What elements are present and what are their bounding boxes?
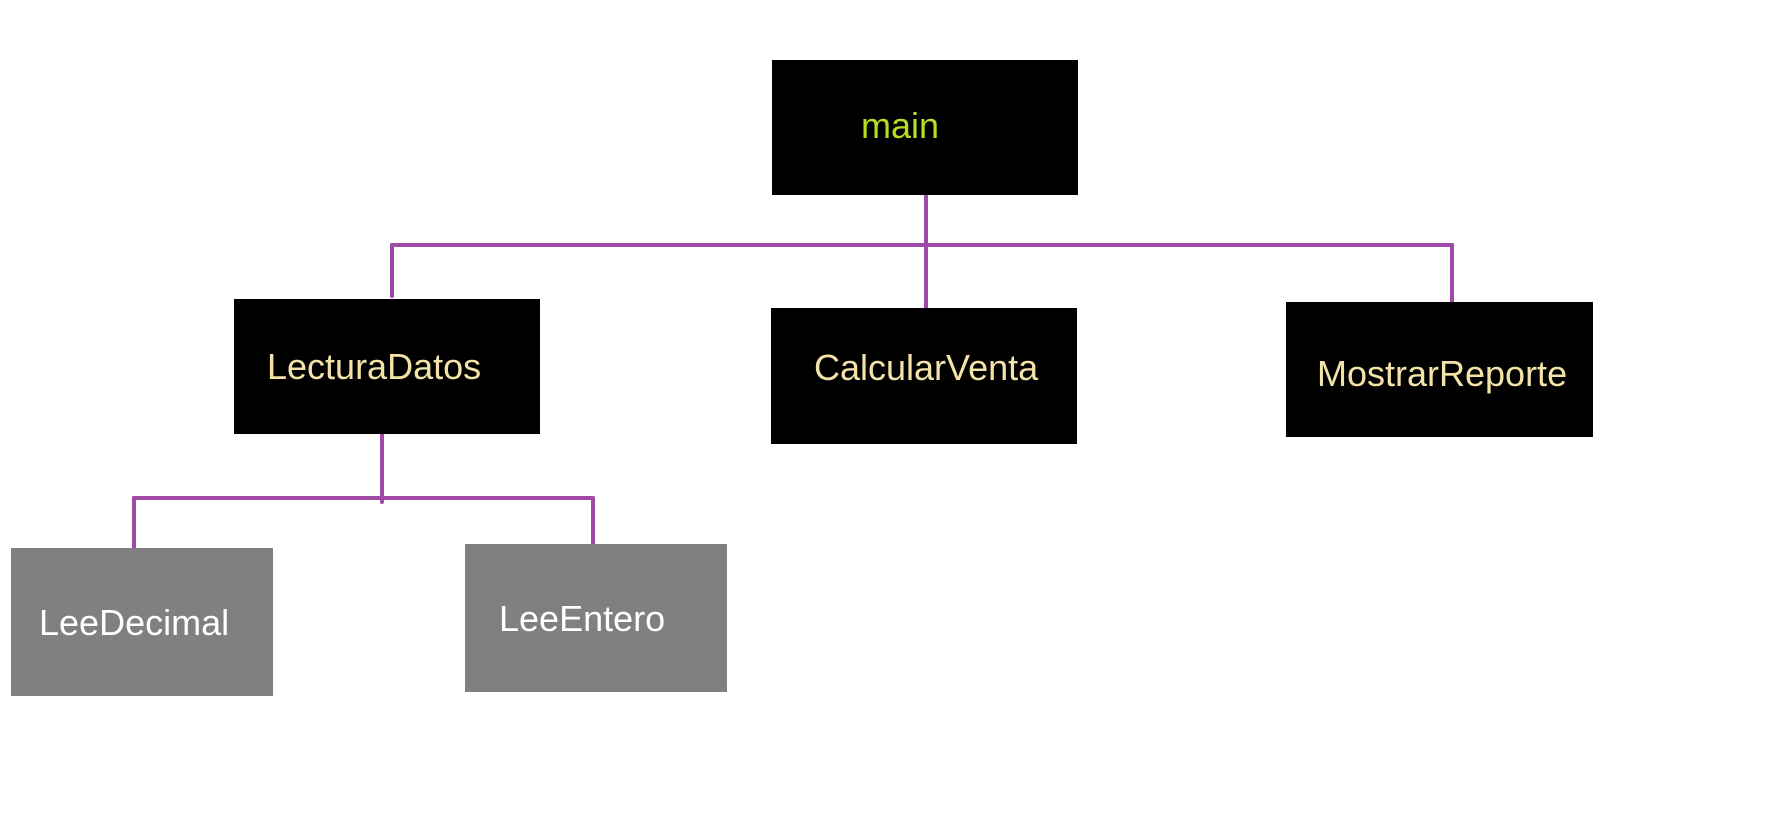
node-leedecimal: LeeDecimal	[11, 548, 273, 696]
node-lecturadatos-label: LecturaDatos	[267, 346, 482, 387]
node-calcularventa: CalcularVenta	[771, 308, 1077, 444]
node-calcularventa-label: CalcularVenta	[814, 347, 1039, 388]
node-leedecimal-label: LeeDecimal	[39, 602, 230, 643]
node-leeentero-label: LeeEntero	[499, 598, 666, 639]
node-mostrarreporte-label: MostrarReporte	[1317, 353, 1568, 394]
node-mostrarreporte: MostrarReporte	[1286, 302, 1593, 437]
node-main-label: main	[861, 105, 940, 146]
node-leeentero: LeeEntero	[465, 544, 727, 692]
node-main: main	[772, 60, 1078, 195]
node-lecturadatos: LecturaDatos	[234, 299, 540, 434]
